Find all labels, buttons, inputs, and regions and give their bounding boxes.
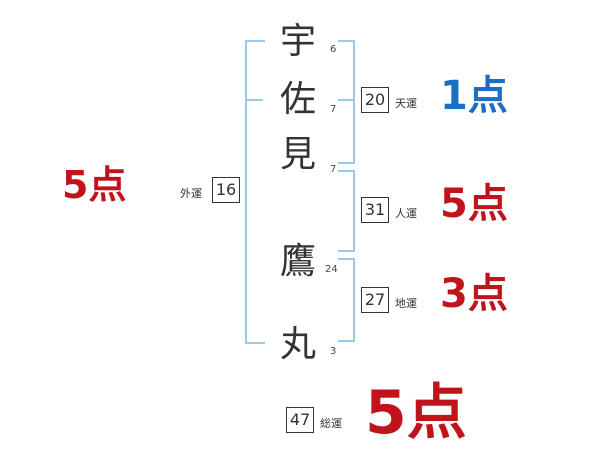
ten-bracket-tick bbox=[338, 99, 353, 101]
stroke-count: 24 bbox=[325, 264, 338, 275]
name-char: 見 bbox=[279, 134, 316, 175]
chi-label: 地運 bbox=[395, 297, 417, 310]
stroke-count: 6 bbox=[330, 44, 337, 55]
stroke-count: 3 bbox=[330, 346, 337, 357]
name-char: 宇 bbox=[279, 21, 316, 62]
ten-label: 天運 bbox=[395, 97, 417, 110]
chi-bracket bbox=[338, 258, 355, 342]
stroke-count: 7 bbox=[330, 104, 337, 115]
ten-value: 20 bbox=[361, 87, 389, 113]
jin-bracket bbox=[338, 170, 355, 252]
so-label: 総運 bbox=[320, 417, 342, 430]
jin-score: 5点 bbox=[440, 181, 508, 227]
so-score: 5点 bbox=[365, 378, 467, 448]
name-char: 佐 bbox=[279, 79, 316, 120]
stroke-count: 7 bbox=[330, 164, 337, 175]
gai-value: 16 bbox=[212, 177, 240, 203]
so-value: 47 bbox=[286, 407, 314, 433]
gai-label: 外運 bbox=[180, 187, 202, 200]
outer-bracket bbox=[245, 40, 265, 344]
chi-score: 3点 bbox=[440, 271, 508, 317]
ten-score: 1点 bbox=[440, 73, 508, 119]
outer-bracket-tick bbox=[245, 99, 263, 101]
name-char: 鷹 bbox=[279, 241, 316, 282]
ten-bracket bbox=[338, 40, 355, 164]
name-char: 丸 bbox=[279, 324, 316, 365]
jin-label: 人運 bbox=[395, 207, 417, 220]
chi-value: 27 bbox=[361, 287, 389, 313]
jin-value: 31 bbox=[361, 197, 389, 223]
gai-score: 5点 bbox=[62, 163, 127, 207]
